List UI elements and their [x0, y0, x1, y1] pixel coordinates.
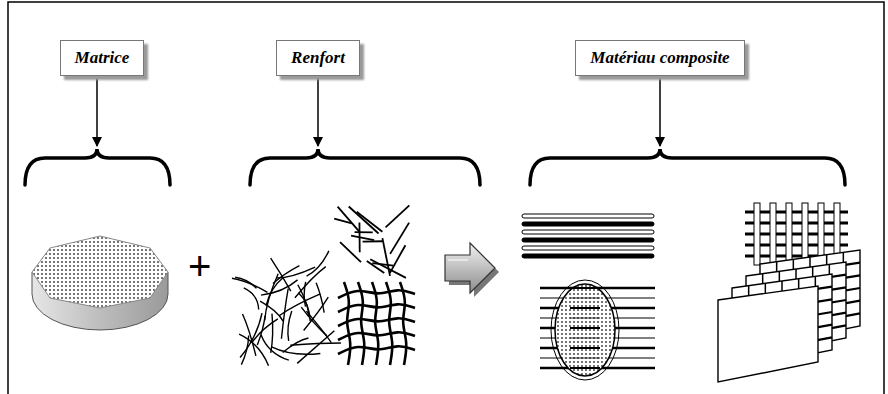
- woven-fiber: [372, 282, 378, 365]
- random-fiber: [290, 343, 341, 345]
- embedded-fiber: [540, 367, 655, 369]
- random-fiber: [261, 280, 298, 295]
- embedded-fiber: [570, 327, 600, 329]
- unidirectional-rod: [522, 214, 654, 218]
- random-fiber: [307, 251, 329, 276]
- brace: [250, 149, 480, 185]
- matrix-disk: [32, 236, 168, 330]
- frame: [8, 2, 884, 394]
- chopped-fiber: [355, 231, 373, 233]
- unidirectional-rod: [522, 254, 654, 258]
- header-text: Renfort: [291, 48, 345, 68]
- brace: [530, 149, 845, 185]
- chopped-fiber: [349, 207, 379, 234]
- embedded-fiber: [570, 347, 600, 349]
- fiber-illustrations: [232, 203, 860, 382]
- random-fiber: [242, 314, 255, 356]
- component-header: Matériau composite: [575, 40, 744, 76]
- woven-fiber: [386, 282, 392, 365]
- down-arrow: [659, 78, 661, 146]
- chopped-fiber: [357, 212, 383, 232]
- unidirectional-rod: [522, 222, 654, 226]
- random-fiber: [271, 258, 291, 291]
- random-fiber: [265, 274, 278, 321]
- random-fiber: [257, 315, 265, 345]
- embedded-fiber: [570, 338, 600, 339]
- embedded-fiber: [570, 307, 600, 309]
- embedded-fiber: [570, 318, 600, 319]
- process-arrow: [445, 243, 499, 297]
- matrix-section: [551, 280, 619, 380]
- warp-fiber: [754, 203, 760, 265]
- random-fiber: [240, 313, 262, 358]
- random-fiber: [298, 285, 309, 316]
- warp-fiber: [786, 203, 792, 265]
- embedded-fiber: [570, 367, 600, 369]
- random-fiber: [283, 338, 309, 353]
- embedded-fiber: [540, 298, 655, 299]
- down-arrow: [96, 78, 98, 146]
- down-arrow: [317, 78, 319, 146]
- woven-fiber: [400, 282, 406, 365]
- embedded-fiber: [570, 287, 600, 289]
- embedded-fiber: [570, 358, 600, 359]
- embedded-fiber: [540, 307, 655, 309]
- embedded-fiber: [540, 287, 655, 289]
- braces: [25, 149, 845, 185]
- random-fiber: [261, 335, 289, 361]
- unidirectional-rod: [522, 246, 654, 250]
- random-fiber: [301, 307, 327, 336]
- woven-fiber: [358, 282, 364, 365]
- unidirectional-rod: [522, 238, 654, 242]
- random-fiber: [239, 334, 268, 366]
- component-header: Matrice: [60, 40, 145, 76]
- chopped-fiber: [382, 238, 390, 276]
- random-fiber: [235, 277, 256, 288]
- ply: [718, 286, 818, 382]
- chopped-fiber: [338, 207, 360, 232]
- woven-fiber: [344, 282, 350, 365]
- random-fiber: [281, 289, 288, 339]
- random-fiber: [244, 288, 259, 310]
- random-fiber: [304, 282, 305, 307]
- random-fiber: [232, 278, 268, 292]
- random-fiber: [297, 331, 334, 364]
- chopped-fiber: [386, 205, 410, 227]
- chopped-fiber: [390, 223, 409, 254]
- chopped-fiber: [363, 240, 383, 242]
- matrix-section: [555, 284, 615, 376]
- header-text: Matériau composite: [590, 48, 729, 68]
- component-header: Renfort: [276, 40, 360, 76]
- random-fiber: [304, 297, 329, 330]
- header-text: Matrice: [75, 48, 130, 68]
- brace: [25, 149, 170, 185]
- chopped-fiber: [351, 236, 374, 240]
- random-fiber: [272, 347, 321, 354]
- warp-fiber: [770, 203, 776, 265]
- chopped-fiber: [359, 222, 361, 252]
- warp-fiber: [802, 203, 808, 265]
- unidirectional-rod: [522, 230, 654, 234]
- plus-sign: +: [188, 246, 211, 286]
- embedded-fiber: [570, 298, 600, 299]
- random-fiber: [288, 311, 292, 341]
- random-fiber: [260, 301, 283, 321]
- chopped-fiber: [340, 242, 361, 262]
- chopped-fiber: [390, 245, 405, 273]
